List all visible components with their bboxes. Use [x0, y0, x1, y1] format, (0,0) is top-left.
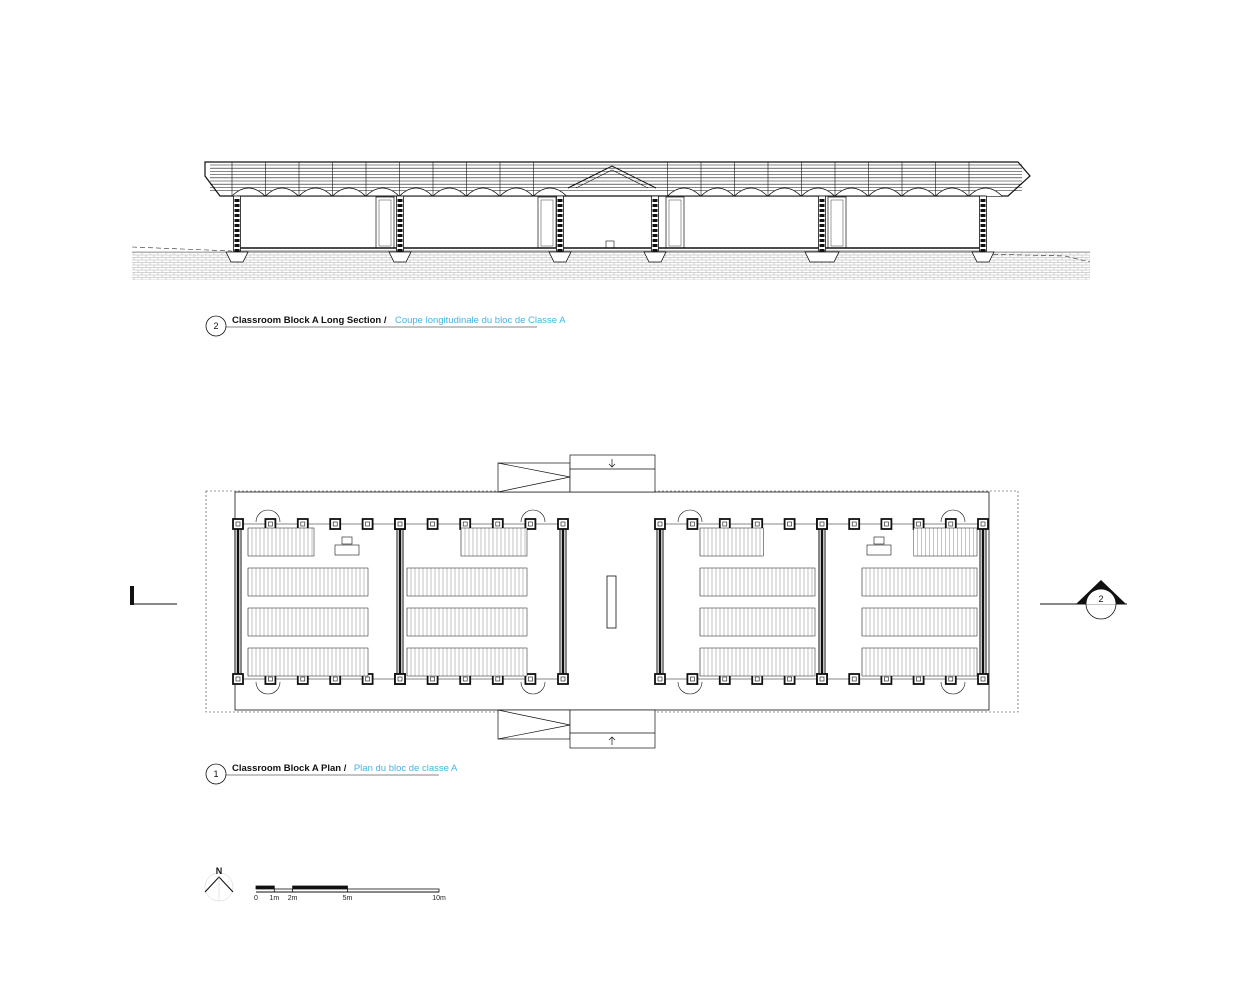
section-number-circle: [205, 315, 227, 337]
north-label: N: [216, 866, 223, 876]
section-cut-left: [130, 586, 177, 605]
section-footing: [388, 251, 412, 263]
scale-bar: 0 1m 2m 5m 10m: [254, 885, 446, 902]
section-title-en: Classroom Block A Long Section /: [232, 315, 387, 326]
plan-title-en: Classroom Block A Plan /: [232, 763, 347, 774]
section-column: [651, 195, 659, 252]
section-footing: [225, 251, 249, 263]
section-number: 2: [213, 321, 218, 331]
section-walls: [233, 195, 987, 252]
plan-number-circle: [205, 763, 227, 785]
section-footing: [971, 251, 995, 263]
plan-number: 1: [213, 769, 218, 779]
entrance-north: [497, 454, 656, 493]
scale-bar-label: 5m: [343, 895, 353, 902]
section-title-fr: Coupe longitudinale du bloc de Classe A: [395, 315, 566, 326]
section-title: Classroom Block A Long Section / Coupe l…: [232, 310, 566, 327]
section-column: [233, 195, 241, 252]
scale-bar-label: 1m: [269, 895, 279, 902]
floor-plan-drawing: [205, 454, 1019, 749]
section-column: [818, 195, 826, 252]
classrooms: [232, 509, 989, 695]
section-column: [556, 195, 564, 252]
scale-bar-segment: [255, 885, 275, 890]
classroom: [654, 509, 828, 695]
scale-bar-label: 0: [254, 895, 258, 902]
entrance-south: [497, 709, 656, 749]
plan-title-fr: Plan du bloc de classe A: [354, 763, 458, 774]
classroom: [232, 509, 406, 695]
section-marker-label: 2: [1098, 594, 1103, 604]
classroom: [394, 509, 569, 695]
section-column: [396, 195, 404, 252]
section-ground: [132, 252, 1090, 280]
scale-bar-label: 2m: [288, 895, 298, 902]
section-footing: [643, 251, 667, 263]
section-footings: [225, 251, 995, 263]
north-arrow-icon: N: [204, 866, 234, 902]
central-bench: [606, 575, 617, 629]
section-marker-right: 2: [1040, 580, 1127, 620]
section-roof: [204, 161, 1031, 197]
scale-bar-label: 10m: [432, 895, 446, 902]
long-section-drawing: [131, 161, 1091, 280]
plan-title: Classroom Block A Plan / Plan du bloc de…: [232, 758, 458, 775]
grade-line-right: [984, 253, 1091, 263]
section-footing: [804, 251, 840, 263]
classroom: [816, 509, 989, 695]
section-title-block: 2 Classroom Block A Long Section / Coupe…: [205, 310, 566, 337]
plan-title-block: 1 Classroom Block A Plan / Plan du bloc …: [205, 758, 458, 785]
scale-bar-segment: [292, 885, 348, 890]
section-footing: [548, 251, 572, 263]
section-column: [979, 195, 987, 252]
grade-line-left: [131, 246, 233, 252]
